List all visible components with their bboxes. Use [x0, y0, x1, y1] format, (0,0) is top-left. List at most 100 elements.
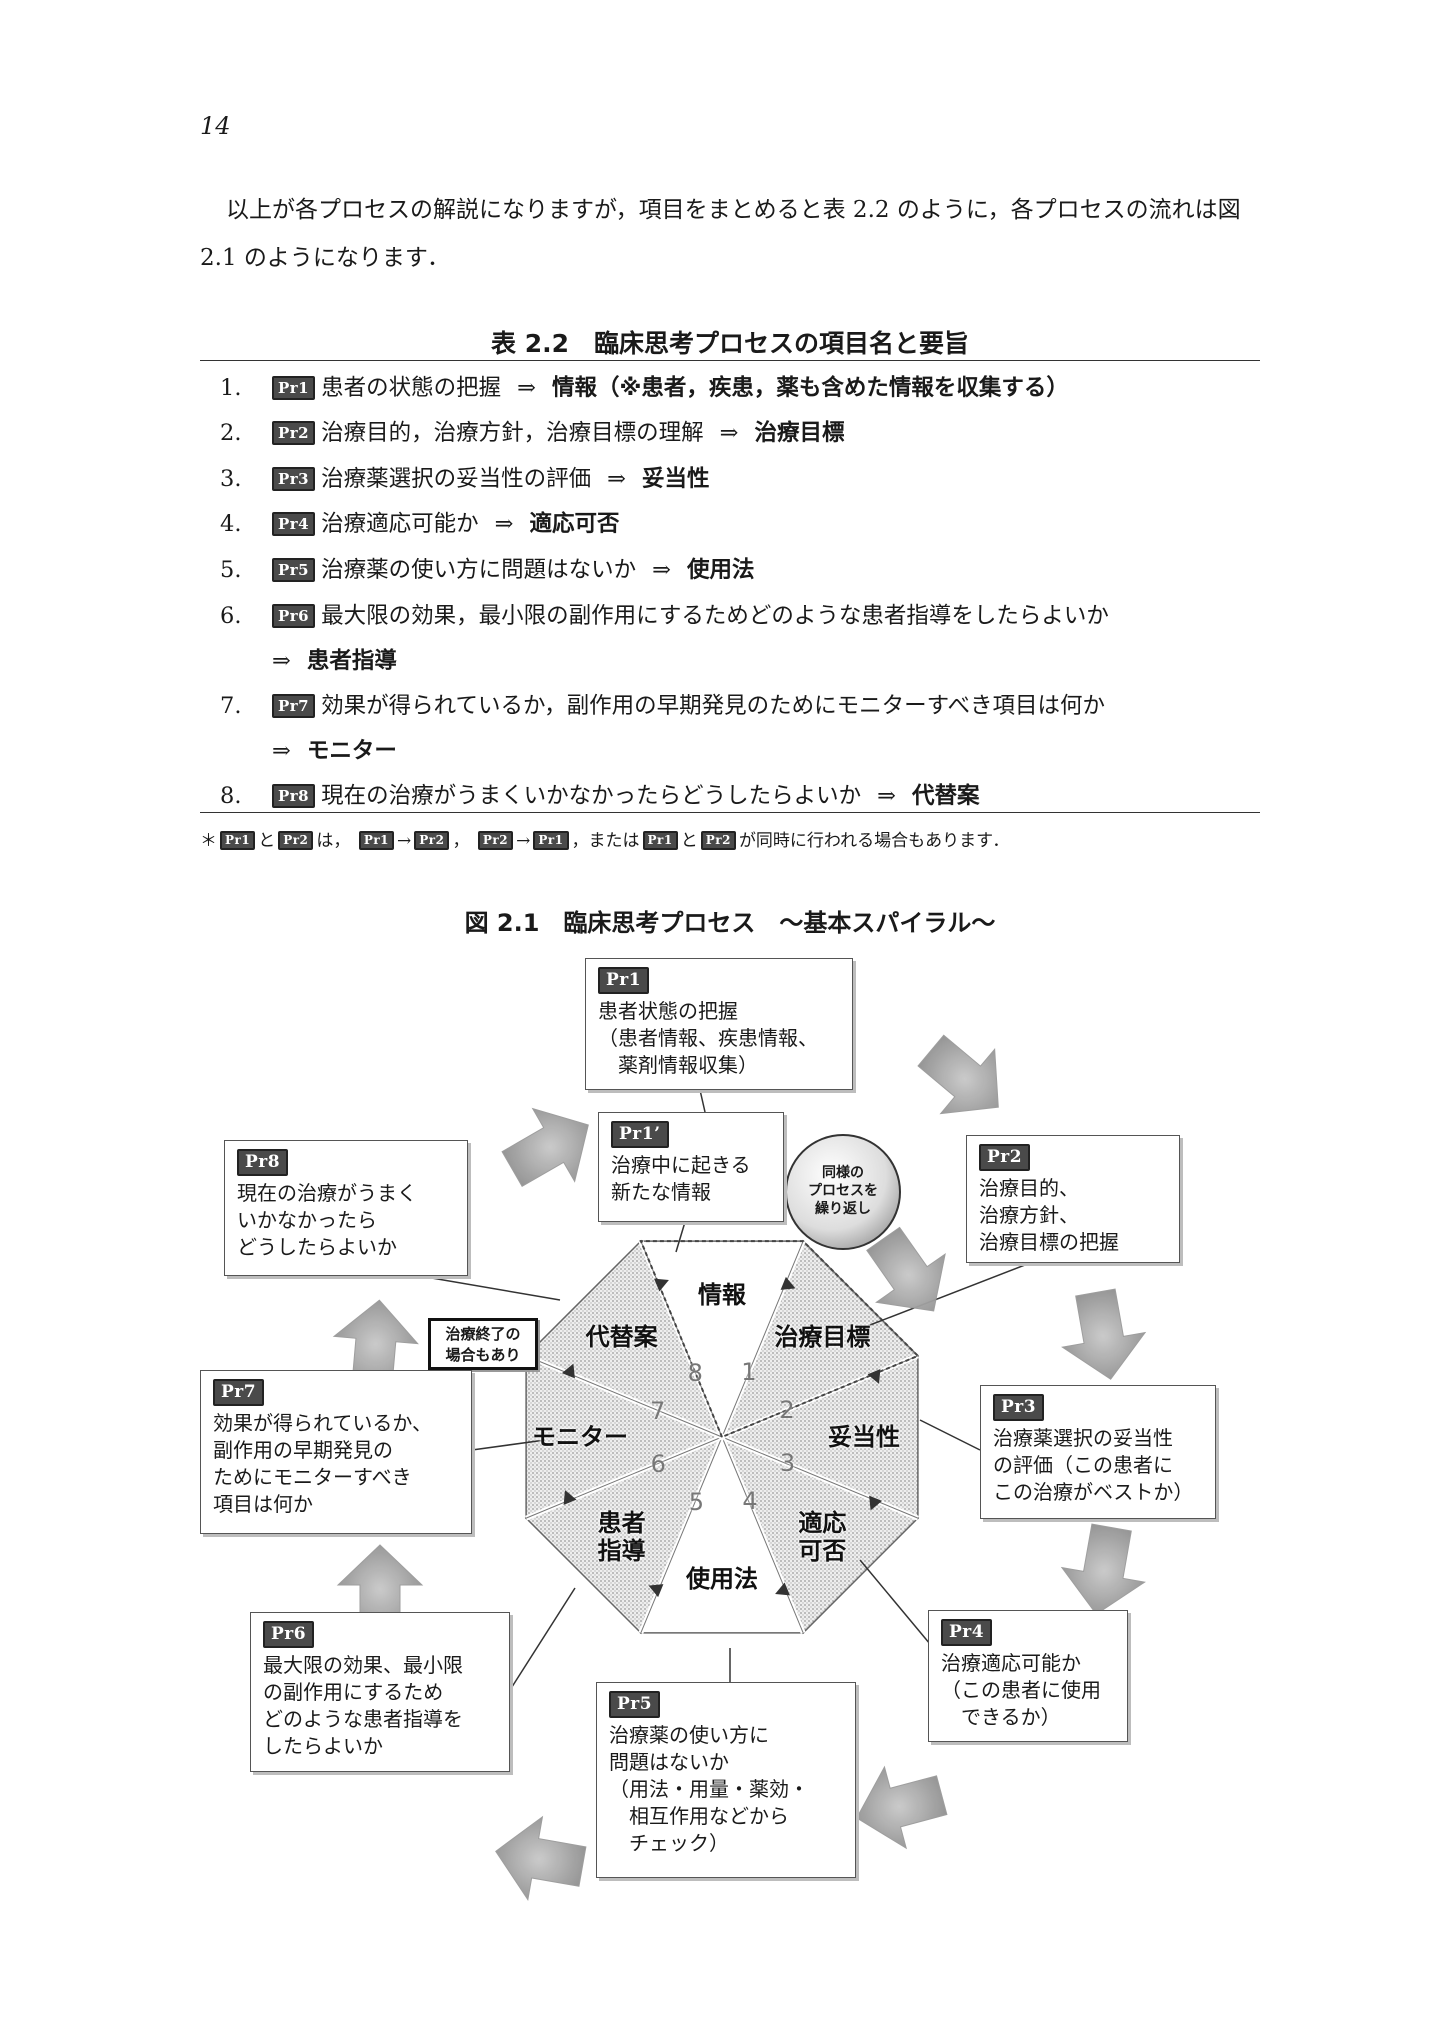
box-pr5: Pr5 治療薬の使い方に 問題はないか （用法・用量・薬効・ 相互作用などから … [596, 1682, 856, 1878]
row-keyword: 使用法 [687, 557, 755, 583]
implies-arrow: ⇒ [272, 648, 291, 674]
box-pr7: Pr7 効果が得られているか、 副作用の早期発見の ためにモニターすべき 項目は… [200, 1370, 472, 1534]
table-top-rule [200, 360, 1260, 361]
row-number: 7. [220, 693, 242, 719]
note-badge: Pr2 [700, 831, 736, 850]
box-pr1: Pr1 患者状態の把握 （患者情報、疾患情報、 薬剤情報収集） [585, 958, 853, 1090]
segment-divider [525, 1355, 723, 1438]
row-description: 患者の状態の把握 [321, 375, 502, 401]
end-label-line: 場合もあり [445, 1346, 521, 1364]
connector-line [869, 1262, 1031, 1326]
box-line: 薬剤情報収集） [598, 1053, 758, 1077]
process-badge: Pr5 [272, 558, 316, 582]
box-line: 治療目的、 [979, 1176, 1079, 1200]
implies-arrow: ⇒ [494, 511, 514, 537]
connector-line [509, 1587, 576, 1691]
badge-pr7: Pr7 [213, 1379, 265, 1406]
segment-number: 7 [650, 1396, 666, 1425]
process-badge: Pr4 [272, 512, 316, 536]
process-badge: Pr1 [272, 376, 316, 400]
box-line: 治療方針、 [979, 1203, 1079, 1227]
highlight-outline [639, 1240, 920, 1438]
segment-number: 3 [779, 1449, 796, 1478]
box-line: 問題はないか [609, 1750, 729, 1774]
note-star: ＊ [200, 831, 217, 851]
box-line: 現在の治療がうまく [237, 1181, 417, 1205]
repeat-badge-line: プロセスを [808, 1183, 878, 1199]
segment-label-tekio-kahi: 適応 可否 [798, 1509, 847, 1566]
page-number: 14 [200, 112, 231, 140]
box-pr6: Pr6 最大限の効果、最小限 の副作用にするため どのような患者指導を したらよ… [250, 1612, 510, 1772]
box-pr4: Pr4 治療適応可能か （この患者に使用 できるか） [928, 1610, 1128, 1742]
row-description: 治療薬選択の妥当性の評価 [321, 466, 592, 492]
row-description: 治療適応可能か [321, 511, 479, 537]
process-badge: Pr3 [272, 467, 316, 491]
repeat-badge-line: 繰り返し [815, 1201, 871, 1217]
segment-label-monitor: モニター [532, 1423, 628, 1451]
box-line: （用法・用量・薬効・ [609, 1777, 809, 1801]
direction-arrowhead [867, 1369, 881, 1384]
connector-line [419, 1275, 561, 1301]
segment-label-kanja-shido: 患者 指導 [597, 1509, 646, 1566]
note-badge: Pr1 [642, 831, 678, 850]
implies-arrow: ⇒ [652, 557, 671, 583]
row-description: 治療目的，治療方針，治療目標の理解 [321, 420, 704, 446]
badge-pr4: Pr4 [941, 1619, 993, 1646]
segment-divider [525, 1436, 723, 1519]
box-line: 治療目標の把握 [979, 1230, 1119, 1254]
implies-arrow: ⇒ [607, 466, 626, 492]
note-text: と [258, 831, 276, 851]
note-text: ， [452, 831, 470, 851]
box-line: 患者状態の把握 [598, 999, 738, 1023]
box-line: 治療中に起きる [611, 1153, 751, 1177]
direction-arrowhead [654, 1278, 669, 1292]
row-keyword: 適応可否 [529, 511, 620, 537]
process-badge: Pr7 [272, 694, 316, 718]
note-badge: Pr2 [278, 831, 314, 850]
implies-arrow: ⇒ [877, 783, 896, 809]
note-arrow: → [397, 831, 412, 851]
segment-label-datosei: 妥当性 [828, 1423, 900, 1451]
table-row-continuation: ⇒患者指導 [272, 641, 397, 681]
badge-pr5: Pr5 [609, 1691, 661, 1718]
box-line: チェック） [609, 1831, 729, 1855]
badge-pr3: Pr3 [993, 1394, 1045, 1421]
segment-divider [721, 1240, 804, 1438]
row-keyword: 情報（※患者，疾患，薬も含めた情報を収集する） [552, 375, 1069, 401]
row-description: 効果が得られているか，副作用の早期発見のためにモニターすべき項目は何か [321, 693, 1106, 719]
implies-arrow: ⇒ [272, 738, 291, 764]
process-badge: Pr6 [272, 604, 316, 628]
note-badge: Pr1 [533, 831, 569, 850]
treatment-end-label: 治療終了の 場合もあり [428, 1318, 538, 1370]
box-pr2: Pr2 治療目的、 治療方針、 治療目標の把握 [966, 1135, 1180, 1263]
direction-arrowhead [648, 1584, 664, 1598]
row-number: 2. [220, 420, 242, 446]
implies-arrow: ⇒ [719, 420, 739, 446]
process-badge: Pr8 [272, 784, 316, 808]
box-line: の評価（この患者に [993, 1453, 1173, 1477]
segment-label-shiyoho: 使用法 [686, 1565, 758, 1593]
row-number: 3. [220, 466, 242, 492]
direction-arrowhead [775, 1582, 790, 1596]
process-badge: Pr2 [272, 421, 316, 445]
intro-paragraph: 以上が各プロセスの解説になりますが，項目をまとめると表 2.2 のように，各プロ… [200, 197, 1241, 271]
note-badge: Pr1 [220, 831, 256, 850]
row-keyword: 代替案 [912, 783, 980, 809]
spiral-arrow [856, 1765, 948, 1850]
table-bottom-rule [200, 812, 1260, 813]
segment-label-daitaian: 代替案 [585, 1322, 658, 1351]
direction-arrowhead [563, 1490, 577, 1505]
spiral-arrow [1060, 1523, 1146, 1615]
repeat-process-badge: 同様の プロセスを 繰り返し [785, 1134, 901, 1250]
box-pr3: Pr3 治療薬選択の妥当性 の評価（この患者に この治療がベストか） [980, 1385, 1216, 1519]
figure-title: 図 2.1 臨床思考プロセス 〜基本スパイラル〜 [464, 909, 996, 937]
badge-pr6: Pr6 [263, 1621, 315, 1648]
box-line: （患者情報、疾患情報、 [598, 1026, 818, 1050]
note-text: が同時に行われる場合もあります． [738, 831, 1010, 851]
